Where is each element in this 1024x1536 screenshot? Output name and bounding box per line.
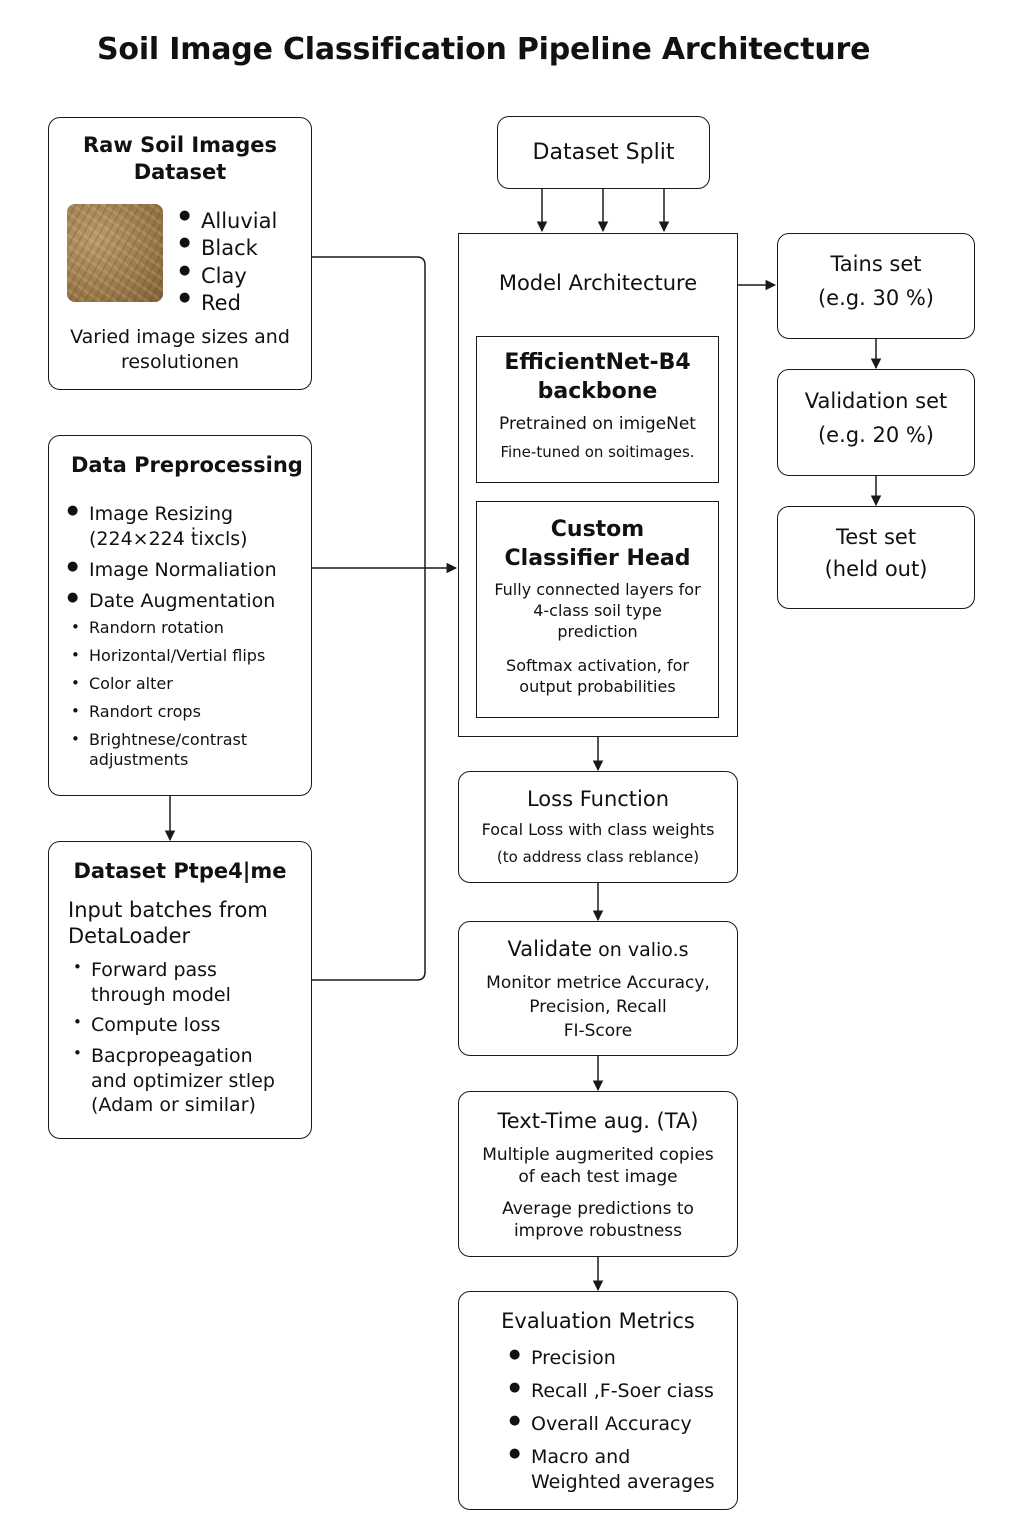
evaluation-metrics-box: Evaluation Metrics Precision Recall ,F-S… bbox=[458, 1291, 738, 1510]
classifier-head-title: Custom Classifier Head bbox=[504, 517, 691, 571]
metric-item: Overall Accuracy bbox=[509, 1412, 721, 1437]
augmentation-item: Color alter bbox=[67, 674, 303, 695]
train-set-title: Tains set bbox=[830, 252, 922, 276]
loss-function-box: Loss Function Focal Loss with class weig… bbox=[458, 771, 738, 883]
augmentation-item: Randort crops bbox=[67, 702, 303, 723]
metric-item: Macro and Weighted averages bbox=[509, 1445, 721, 1495]
backbone-pretrained: Pretrained on imigeNet bbox=[499, 414, 696, 434]
loss-function-note: (to address class reblance) bbox=[496, 848, 700, 866]
backbone-title: EfficientNet-B4 backbone bbox=[504, 350, 691, 404]
step-item-cont: (224×224 ṫixcls) bbox=[89, 528, 248, 551]
validate-title-bold: Validate bbox=[507, 937, 593, 961]
validation-set-title: Validation set bbox=[804, 389, 948, 413]
validate-line: Precision, Recall bbox=[529, 997, 667, 1017]
metric-item: Recall ,F-Soer ciass bbox=[509, 1379, 721, 1404]
pipeline-steps: Forward pass through model Compute loss … bbox=[69, 958, 293, 1118]
backbone-box: EfficientNet-B4 backbone Pretrained on i… bbox=[476, 336, 719, 483]
validation-set-note: (e.g. 20 %) bbox=[817, 423, 934, 447]
pipeline-step: Bacpropeagation and optimizer stlep (Ada… bbox=[69, 1044, 293, 1118]
soil-sample-image bbox=[67, 204, 163, 302]
preprocessing-title: Data Preprocessing bbox=[71, 453, 303, 477]
augmentation-list: Randorn rotation Horizontal/Vertial flip… bbox=[67, 618, 303, 771]
validate-line: FI-Score bbox=[563, 1021, 633, 1041]
dataset-split-title: Dataset Split bbox=[532, 140, 675, 165]
evaluation-metrics-list: Precision Recall ,F-Soer ciass Overall A… bbox=[509, 1346, 721, 1495]
metric-item: Precision bbox=[509, 1346, 721, 1371]
augmentation-item: Horizontal/Vertial flips bbox=[67, 646, 303, 667]
raw-dataset-note: Varied image sizes and resolutionen bbox=[70, 326, 290, 374]
pipeline-box: Dataset Ptpe4|me Input batches from Deta… bbox=[48, 841, 312, 1139]
augmentation-item: Brightnese/contrast adjustments bbox=[67, 730, 269, 772]
backbone-finetuned: Fine-tuned on soitimages. bbox=[500, 443, 695, 461]
test-set-title: Test set bbox=[835, 525, 917, 549]
pipeline-step: Compute loss bbox=[69, 1013, 293, 1038]
classifier-head-box: Custom Classifier Head Fully connected l… bbox=[476, 501, 719, 718]
step-item: Image Resizing bbox=[67, 502, 303, 527]
preprocessing-steps: Image Resizing (224×224 ṫixcls) Image No… bbox=[67, 502, 303, 771]
pipeline-step: Forward pass through model bbox=[69, 958, 293, 1007]
soil-type-item: Black bbox=[179, 235, 277, 262]
page-title: Soil Image Classification Pipeline Archi… bbox=[97, 32, 871, 67]
tta-note: Average predictions to improve robustnes… bbox=[502, 1199, 694, 1242]
evaluation-metrics-title: Evaluation Metrics bbox=[501, 1309, 695, 1333]
raw-dataset-title: Raw Soil Images Dataset bbox=[83, 133, 277, 185]
dataset-split-box: Dataset Split bbox=[497, 116, 710, 189]
soil-type-item: Alluvial bbox=[179, 208, 277, 235]
tta-desc: Multiple augmerited copies of each test … bbox=[482, 1145, 714, 1188]
validation-set-box: Validation set (e.g. 20 %) bbox=[777, 369, 975, 476]
validate-title: Validate on valio.s bbox=[459, 936, 737, 963]
tta-box: Text-Time aug. (TA) Multiple augmerited … bbox=[458, 1091, 738, 1257]
soil-type-item: Red bbox=[179, 290, 277, 317]
test-set-note: (held out) bbox=[824, 557, 928, 581]
model-architecture-title: Model Architecture bbox=[498, 271, 698, 295]
model-architecture-box: Model Architecture EfficientNet-B4 backb… bbox=[458, 233, 738, 737]
train-set-note: (e.g. 30 %) bbox=[817, 286, 934, 310]
preprocessing-box: Data Preprocessing Image Resizing (224×2… bbox=[48, 435, 312, 796]
validate-box: Validate on valio.s Monitor metrice Accu… bbox=[458, 921, 738, 1056]
tta-title: Text-Time aug. (TA) bbox=[497, 1109, 699, 1133]
pipeline-title: Dataset Ptpe4|me bbox=[73, 859, 287, 883]
augmentation-item: Randorn rotation bbox=[67, 618, 303, 639]
classifier-head-softmax: Softmax activation, for output probabili… bbox=[506, 656, 689, 696]
pipeline-intro: Input batches from DetaLoader bbox=[68, 898, 268, 948]
loss-function-title: Loss Function bbox=[526, 787, 670, 811]
step-item: Image Normaliation bbox=[67, 558, 303, 583]
arrow-raw-to-model bbox=[312, 256, 426, 981]
raw-dataset-box: Raw Soil Images Dataset Alluvial Black C… bbox=[48, 117, 312, 390]
soil-type-list: Alluvial Black Clay Red bbox=[179, 208, 277, 317]
loss-function-desc: Focal Loss with class weights bbox=[481, 820, 715, 839]
validate-title-rest: on valio.s bbox=[592, 939, 689, 961]
train-set-box: Tains set (e.g. 30 %) bbox=[777, 233, 975, 339]
test-set-box: Test set (held out) bbox=[777, 506, 975, 609]
validate-line: Monitor metrice Accuracy, bbox=[486, 973, 710, 993]
soil-type-item: Clay bbox=[179, 263, 277, 290]
classifier-head-layers: Fully connected layers for 4-class soil … bbox=[494, 580, 701, 641]
step-item: Date Augmentation bbox=[67, 589, 303, 614]
